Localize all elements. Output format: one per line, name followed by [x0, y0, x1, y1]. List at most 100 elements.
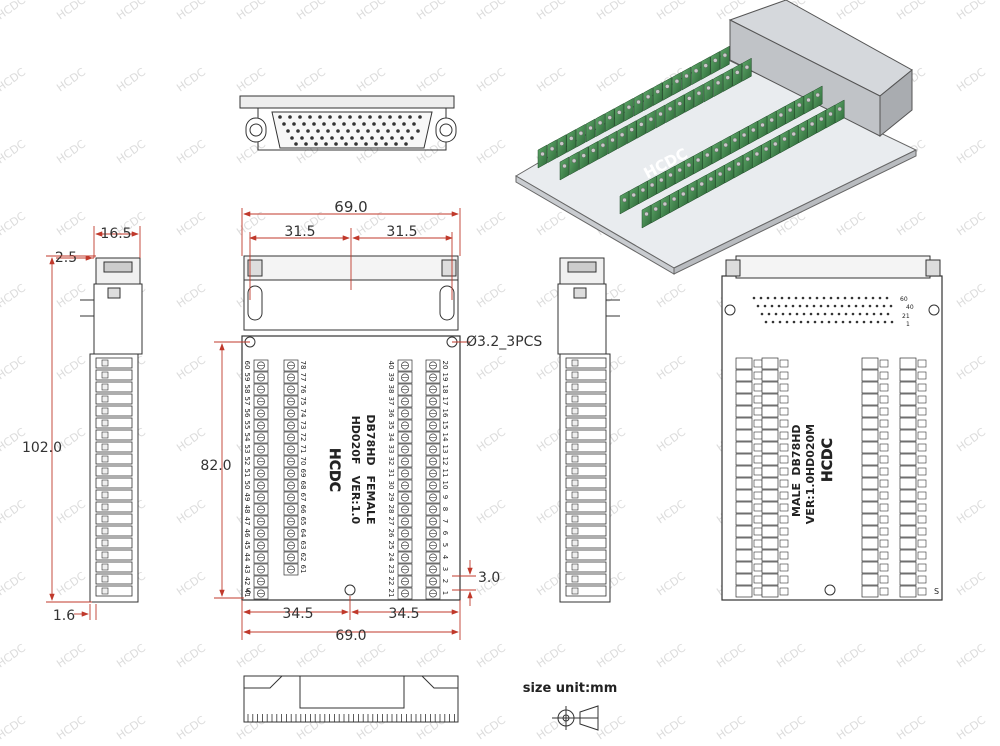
- terminal-block: [861, 453, 879, 466]
- watermark-text: HCDC: [0, 209, 28, 238]
- terminal-pad: [753, 455, 763, 464]
- terminal-block-3d: [742, 57, 752, 82]
- terminal-block-3d: [710, 50, 721, 75]
- connector-pin: [400, 136, 404, 140]
- terminal-pad: [753, 575, 763, 584]
- terminal-screw: [101, 467, 109, 475]
- terminal-label: 77: [299, 373, 307, 382]
- terminal-block-3d: [834, 99, 845, 124]
- connector-pin: [778, 320, 782, 324]
- terminal-block: [735, 369, 753, 382]
- terminal-block: [861, 381, 879, 394]
- terminal-screw-3d: [674, 78, 680, 84]
- terminal-pad: [753, 383, 763, 392]
- terminal-block: [761, 405, 779, 418]
- terminal-screw-3d: [597, 120, 603, 126]
- terminal-block: [761, 381, 779, 394]
- connector-pin: [370, 136, 374, 140]
- terminal-block: [899, 369, 917, 382]
- terminal-screw-3d: [640, 187, 646, 193]
- terminal-block: [735, 417, 753, 430]
- watermark-text: HCDC: [474, 353, 508, 382]
- terminal-label: 55: [243, 421, 251, 430]
- mount-hole: [824, 584, 836, 596]
- terminal-pad: [753, 587, 763, 596]
- connector-pin: [398, 115, 402, 119]
- female-connector: DB78HD: [364, 414, 377, 465]
- terminal-screw-3d: [778, 112, 784, 118]
- terminal-block-3d: [598, 135, 608, 160]
- connector-pin: [752, 296, 756, 300]
- dim-height-total: 102.0: [22, 440, 62, 456]
- terminal-screw: [571, 479, 579, 487]
- terminal-label: 75: [299, 397, 307, 406]
- terminal-block: [565, 453, 607, 465]
- connector-pin: [316, 129, 320, 133]
- connector-pin: [344, 142, 348, 146]
- connector-pin: [876, 320, 880, 324]
- watermark-text: HCDC: [594, 641, 628, 670]
- connector-pin: [298, 115, 302, 119]
- terminal-block: [899, 417, 917, 430]
- dim-side-bottom: 1.6: [53, 608, 75, 624]
- terminal-block: [735, 573, 753, 586]
- terminal-label: 71: [299, 445, 307, 454]
- watermark-text: HCDC: [354, 641, 388, 670]
- terminal-screw-3d: [751, 127, 756, 133]
- watermark-text: HCDC: [834, 713, 868, 742]
- connector-pin: [827, 320, 831, 324]
- terminal-screw: [101, 491, 109, 499]
- watermark-text: HCDC: [234, 0, 268, 22]
- terminal-label: 70: [299, 457, 307, 466]
- terminal-screw-3d: [797, 102, 802, 108]
- terminal-screw-3d: [696, 90, 702, 96]
- connector-pin: [795, 312, 799, 316]
- terminal-block-3d: [732, 62, 743, 87]
- terminal-screw-3d: [837, 106, 842, 112]
- terminal-pad: [753, 515, 763, 524]
- terminal-label: 66: [299, 505, 307, 514]
- terminal-label: 15: [441, 421, 449, 430]
- watermark-text: HCDC: [894, 641, 928, 670]
- terminal-block: [565, 585, 607, 597]
- terminal-block: [761, 369, 779, 382]
- terminal-block: [761, 393, 779, 406]
- terminal-screw: [571, 407, 579, 415]
- dim-side-width: 16.5: [100, 226, 131, 242]
- unit-label: size unit:mm: [523, 681, 618, 696]
- terminal-pad: [779, 419, 789, 428]
- terminal-pad: [753, 467, 763, 476]
- terminal-label: 21: [387, 589, 395, 598]
- watermark-text: HCDC: [474, 0, 508, 22]
- terminal-label: 67: [299, 493, 307, 502]
- connector-pin: [774, 312, 778, 316]
- connector-pin: [760, 312, 764, 316]
- connector-pin: [858, 312, 862, 316]
- terminal-block: [95, 573, 133, 585]
- terminal-screw: [571, 503, 579, 511]
- terminal-block: [565, 501, 607, 513]
- connector-pin: [416, 129, 420, 133]
- terminal-screw-3d: [540, 151, 545, 157]
- side-view-left: [80, 257, 143, 603]
- terminal-block: [95, 525, 133, 537]
- terminal-block: [761, 501, 779, 514]
- dim-half-right-top: 31.5: [386, 224, 417, 240]
- terminal-block-3d: [585, 118, 596, 143]
- terminal-pad: [917, 503, 927, 512]
- terminal-screw-3d: [717, 171, 723, 177]
- watermark-text: HCDC: [654, 713, 688, 742]
- terminal-label: 46: [243, 529, 251, 538]
- terminal-block: [565, 417, 607, 429]
- terminal-screw: [101, 575, 109, 583]
- terminal-screw-3d: [684, 73, 689, 79]
- connector-pin: [402, 122, 406, 126]
- terminal-screw-3d: [600, 142, 606, 148]
- terminal-screw: [571, 587, 579, 595]
- terminal-block-3d: [617, 125, 627, 150]
- watermark-text: HCDC: [534, 0, 568, 22]
- terminal-block: [735, 585, 753, 598]
- terminal-pad: [753, 443, 763, 452]
- connector-pin: [756, 304, 760, 308]
- terminal-label: 64: [299, 529, 307, 538]
